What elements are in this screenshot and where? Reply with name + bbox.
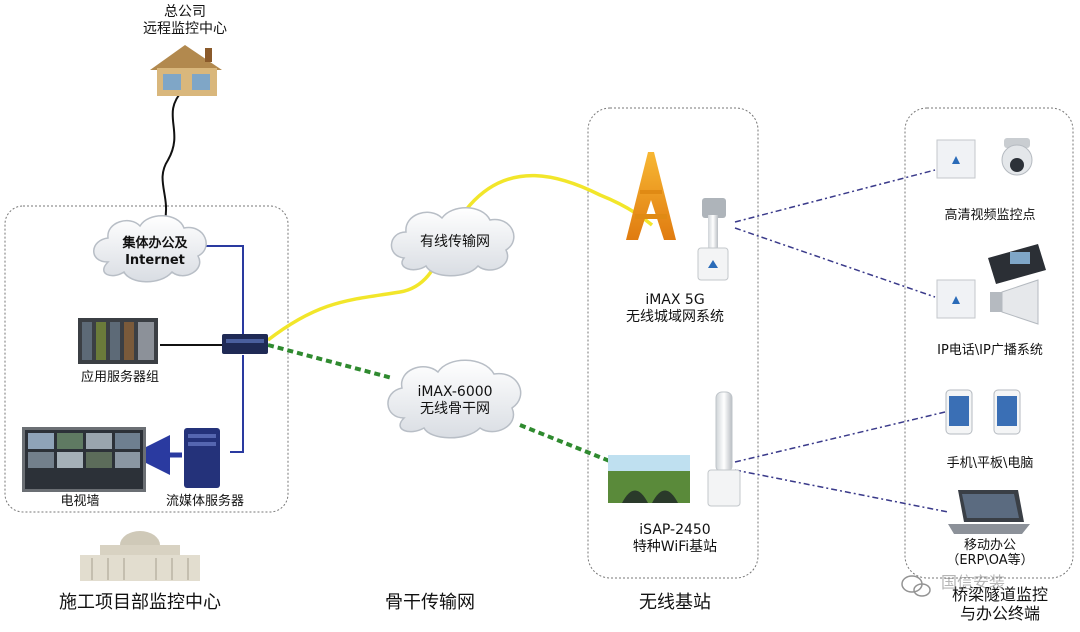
tv-wall-icon bbox=[22, 427, 146, 492]
wired-network-cloud-icon bbox=[390, 207, 515, 277]
isap-label: iSAP-2450 特种WiFi基站 bbox=[632, 522, 718, 555]
wired-network-label: 有线传输网 bbox=[420, 234, 490, 250]
access-link-ip bbox=[734, 227, 936, 298]
server-tower-icon bbox=[184, 428, 220, 488]
lan-link-cloud bbox=[200, 245, 244, 335]
access-link-hd bbox=[734, 169, 936, 223]
server-rack-icon bbox=[78, 318, 158, 364]
mobile-label: 手机\平板\电脑 bbox=[946, 456, 1034, 471]
section-terminal-label: 桥梁隧道监控 与办公终端 bbox=[951, 585, 1048, 623]
hq-link bbox=[161, 89, 184, 221]
access-link-laptop bbox=[734, 469, 949, 513]
wechat-icon bbox=[901, 575, 931, 597]
omni-antenna-icon bbox=[707, 391, 741, 507]
switch-icon bbox=[222, 334, 268, 354]
antenna-icon bbox=[697, 198, 729, 281]
cloud-office-label: 集体办公及 bbox=[122, 236, 188, 251]
access-point-icon bbox=[936, 279, 976, 319]
media-server-label: 流媒体服务器 bbox=[165, 494, 244, 509]
wireless-backbone-link bbox=[267, 343, 613, 464]
smartphone-icon bbox=[993, 389, 1021, 435]
site-frame bbox=[4, 205, 289, 513]
app-servers-label: 应用服务器组 bbox=[80, 370, 159, 385]
tower-icon bbox=[626, 152, 676, 240]
wireless-backbone-label: iMAX-6000 无线骨干网 bbox=[417, 384, 493, 417]
bs-frame bbox=[587, 107, 759, 579]
section-base-station-label: 无线基站 bbox=[639, 592, 711, 613]
hq-label: 总公司 远程监控中心 bbox=[143, 4, 227, 37]
tv-wall-label: 电视墙 bbox=[60, 494, 100, 509]
section-site-label: 施工项目部监控中心 bbox=[59, 592, 221, 613]
ip-phone-label: IP电话\IP广播系统 bbox=[937, 343, 1043, 358]
loudspeaker-icon bbox=[990, 279, 1039, 325]
dome-camera-icon bbox=[1001, 138, 1033, 176]
capitol-building-icon bbox=[80, 531, 200, 581]
smartphone-icon bbox=[945, 389, 973, 435]
mobile-office-label: 移动办公 （ERP\OA等） bbox=[946, 538, 1034, 569]
tunnel-photo-icon bbox=[608, 455, 690, 503]
terminal-frame bbox=[904, 107, 1074, 579]
hd-video-label: 高清视频监控点 bbox=[944, 208, 1036, 223]
desk-phone-icon bbox=[988, 244, 1046, 284]
imax5g-label: iMAX 5G 无线城域网系统 bbox=[626, 292, 724, 325]
watermark-label: 国信安装 bbox=[940, 573, 1005, 592]
cloud-icon bbox=[93, 215, 207, 283]
wireless-backbone-cloud-icon bbox=[387, 359, 522, 439]
house-icon bbox=[150, 45, 222, 96]
laptop-icon bbox=[948, 490, 1030, 534]
access-link-mobile bbox=[734, 411, 946, 463]
section-backbone-label: 骨干传输网 bbox=[385, 592, 475, 613]
cloud-internet-label: Internet bbox=[125, 253, 185, 268]
lan-link-media bbox=[230, 355, 244, 453]
access-point-icon bbox=[936, 139, 976, 179]
